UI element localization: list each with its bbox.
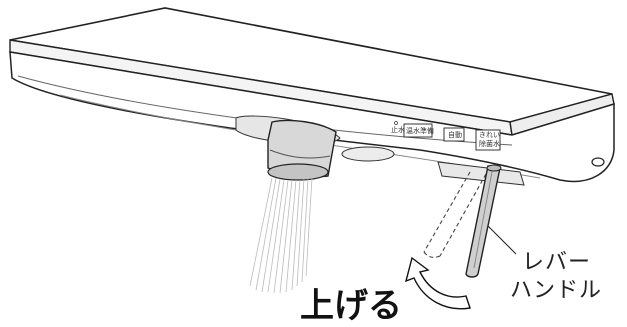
clean-water-label-bottom: 除菌水 <box>479 140 500 148</box>
clean-water-label-top: きれい <box>479 131 500 139</box>
hot-water-prep-label: 温水準備 <box>406 127 434 135</box>
raise-action-label: 上げる <box>300 278 402 327</box>
auto-label: 自動 <box>448 131 462 139</box>
callout-line <box>488 226 516 254</box>
lever-label-line2: ハンドル <box>510 272 602 304</box>
water-spray <box>250 178 312 293</box>
stop-water-label: 止水 <box>391 126 405 134</box>
recess-right <box>342 147 394 161</box>
raise-arrow <box>406 258 470 309</box>
